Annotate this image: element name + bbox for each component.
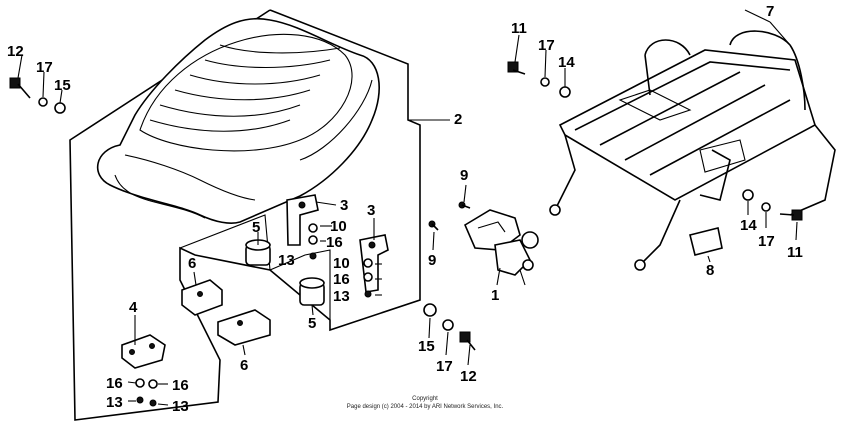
washer-10-upper[interactable]	[308, 223, 318, 233]
bolt-12-left[interactable]	[9, 77, 31, 99]
washer-15-left[interactable]	[54, 102, 66, 114]
washer-16-bl-a[interactable]	[135, 378, 145, 388]
washer-16-lower[interactable]	[363, 272, 373, 282]
washer-14-right[interactable]	[742, 189, 754, 201]
nut-13-upper[interactable]	[309, 252, 317, 260]
callout-3-upper: 3	[340, 197, 348, 214]
seat-part[interactable]	[96, 17, 380, 224]
callout-2: 2	[454, 111, 462, 128]
callout-13-bl-left: 13	[106, 394, 123, 411]
callout-1: 1	[491, 287, 499, 304]
callout-4: 4	[129, 299, 138, 316]
callout-16-bl-right: 16	[172, 377, 189, 394]
callout-12-left: 12	[7, 43, 24, 60]
nut-13-bl-a[interactable]	[136, 396, 144, 404]
washer-17-bottom[interactable]	[442, 319, 454, 331]
bolt-11-right[interactable]	[779, 209, 803, 221]
callout-16-lower: 16	[333, 271, 350, 288]
washer-16-upper[interactable]	[308, 235, 318, 245]
bolt-12-bottom[interactable]	[459, 331, 476, 351]
callout-7: 7	[766, 3, 774, 20]
bolt-11-top[interactable]	[507, 61, 526, 75]
bracket-outline-2	[269, 249, 331, 320]
callout-6-upper: 6	[188, 255, 196, 272]
callout-6-lower: 6	[240, 357, 248, 374]
mount-plate-part[interactable]	[121, 334, 166, 369]
callout-14-right: 14	[740, 217, 757, 234]
leader-lines	[17, 9, 798, 406]
screw-9-left[interactable]	[428, 220, 439, 231]
callout-13-lower: 13	[333, 288, 350, 305]
callout-17-left: 17	[36, 59, 53, 76]
mount-block-upper[interactable]	[181, 279, 223, 316]
washer-16-bl-b[interactable]	[148, 379, 158, 389]
callout-3-lower: 3	[367, 202, 375, 219]
rubber-damper-lower[interactable]	[299, 277, 325, 306]
callouts: 12 17 15 2 11 17 14 7 3 3 10 16 13 10 16…	[7, 3, 803, 415]
luggage-rack-part[interactable]	[549, 30, 836, 271]
callout-13-upper: 13	[278, 252, 295, 269]
callout-14-top: 14	[558, 54, 575, 71]
washer-10-lower[interactable]	[363, 258, 373, 268]
callout-11-right: 11	[787, 244, 803, 261]
rubber-pad-part[interactable]	[689, 227, 723, 256]
callout-15-bottom: 15	[418, 338, 435, 355]
callout-8: 8	[706, 262, 714, 279]
seat-lock-part[interactable]	[463, 209, 539, 286]
washer-17-top[interactable]	[540, 77, 550, 87]
callout-12-bottom: 12	[460, 368, 477, 385]
screw-9-top[interactable]	[458, 201, 471, 209]
callout-11-top: 11	[511, 20, 527, 37]
callout-9-left: 9	[428, 252, 436, 269]
callout-17-bottom: 17	[436, 358, 453, 375]
seat-bracket-upper[interactable]	[286, 194, 319, 246]
callout-15-left: 15	[54, 77, 71, 94]
copyright-line1: Copyright	[412, 396, 438, 402]
callout-17-top: 17	[538, 37, 555, 54]
callout-9-top: 9	[460, 167, 468, 184]
callout-10-lower: 10	[333, 255, 350, 272]
callout-10-upper: 10	[330, 218, 347, 235]
nut-13-lower[interactable]	[364, 290, 372, 298]
washer-17-left[interactable]	[38, 97, 48, 107]
copyright-line2: Page design (c) 2004 - 2014 by ARI Netwo…	[347, 404, 504, 410]
nut-13-bl-b[interactable]	[149, 399, 157, 407]
callout-16-bl-left: 16	[106, 375, 123, 392]
seat-group-outline	[69, 9, 421, 421]
callout-16-upper: 16	[326, 234, 343, 251]
callout-17-right: 17	[758, 233, 775, 250]
callout-5-upper: 5	[252, 219, 260, 236]
callout-13-bl-right: 13	[172, 398, 189, 415]
washer-14-top[interactable]	[559, 86, 571, 98]
callout-5-lower: 5	[308, 315, 316, 332]
washer-17-right[interactable]	[761, 202, 771, 212]
mount-block-lower[interactable]	[217, 309, 271, 346]
washer-15-bottom[interactable]	[423, 303, 437, 317]
